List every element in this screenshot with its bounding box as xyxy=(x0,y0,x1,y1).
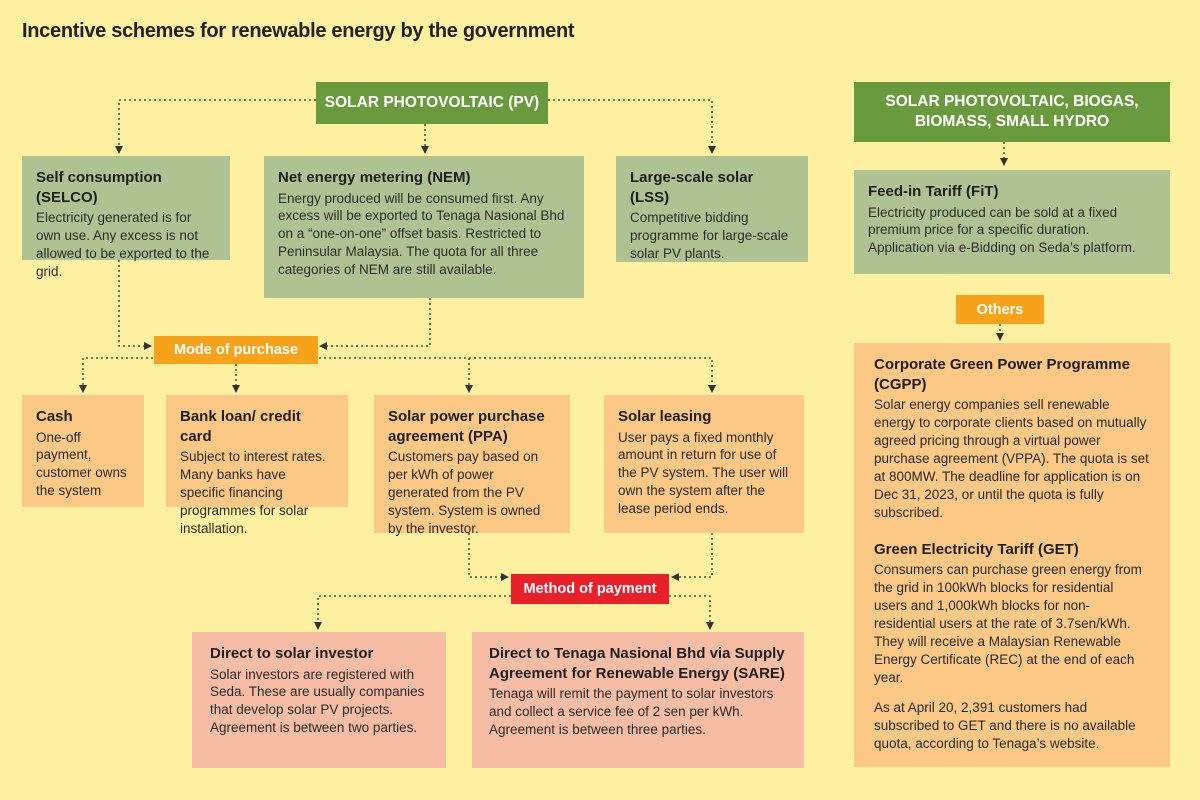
bank-text: Subject to interest rates. Many banks ha… xyxy=(180,449,326,536)
cgpp-text: Solar energy companies sell renewable en… xyxy=(874,397,1149,520)
others-box: Corporate Green Power Programme (CGPP) S… xyxy=(854,343,1170,767)
others-tag: Others xyxy=(956,295,1044,324)
pv-header: SOLAR PHOTOVOLTAIC (PV) xyxy=(316,82,548,124)
leasing-text: User pays a fixed monthly amount in retu… xyxy=(618,429,789,517)
direct-investor-title: Direct to solar investor xyxy=(210,645,374,662)
ppa-text: Customers pay based on per kWh of power … xyxy=(388,449,541,536)
get-title: Green Electricity Tariff (GET) xyxy=(874,540,1079,558)
cash-title: Cash xyxy=(36,408,73,425)
direct-tnb-box: Direct to Tenaga Nasional Bhd via Supply… xyxy=(472,632,804,768)
page-title: Incentive schemes for renewable energy b… xyxy=(22,20,575,42)
fit-text: Electricity produced can be sold at a fi… xyxy=(868,204,1136,256)
fit-title: Feed-in Tariff (FiT) xyxy=(868,183,999,200)
direct-investor-text: Solar investors are registered with Seda… xyxy=(210,666,425,736)
leasing-title: Solar leasing xyxy=(618,408,712,425)
ppa-title: Solar power purchase agreement (PPA) xyxy=(388,408,545,445)
leasing-box: Solar leasing User pays a fixed monthly … xyxy=(604,395,804,533)
lss-title: Large-scale solar (LSS) xyxy=(630,169,754,206)
direct-tnb-title: Direct to Tenaga Nasional Bhd via Supply… xyxy=(489,645,785,682)
fit-box: Feed-in Tariff (FiT) Electricity produce… xyxy=(854,170,1170,274)
direct-investor-box: Direct to solar investor Solar investors… xyxy=(192,632,446,768)
lss-text: Competitive bidding programme for large-… xyxy=(630,210,789,261)
method-of-payment-tag: Method of payment xyxy=(511,574,669,604)
lss-box: Large-scale solar (LSS) Competitive bidd… xyxy=(616,156,808,262)
direct-tnb-text: Tenaga will remit the payment to solar i… xyxy=(489,686,774,737)
cgpp-title: Corporate Green Power Programme (CGPP) xyxy=(874,356,1130,393)
selco-title: Self consumption (SELCO) xyxy=(36,169,162,206)
right-header: SOLAR PHOTOVOLTAIC, BIOGAS, BIOMASS, SMA… xyxy=(854,82,1170,142)
cash-box: Cash One-off payment, customer owns the … xyxy=(22,395,144,507)
ppa-box: Solar power purchase agreement (PPA) Cus… xyxy=(374,395,570,536)
selco-text: Electricity generated is for own use. An… xyxy=(36,210,210,279)
nem-text: Energy produced will be consumed first. … xyxy=(278,190,565,278)
bank-title: Bank loan/ credit card xyxy=(180,408,301,445)
get-text: Consumers can purchase green energy from… xyxy=(874,562,1142,685)
cash-text: One-off payment, customer owns the syste… xyxy=(36,429,127,499)
nem-box: Net energy metering (NEM) Energy produce… xyxy=(264,156,584,298)
get-text-2: As at April 20, 2,391 customers had subs… xyxy=(874,699,1136,751)
nem-title: Net energy metering (NEM) xyxy=(278,169,471,186)
bank-box: Bank loan/ credit card Subject to intere… xyxy=(166,395,348,536)
mode-of-purchase-tag: Mode of purchase xyxy=(154,336,318,364)
selco-box: Self consumption (SELCO) Electricity gen… xyxy=(22,156,230,279)
